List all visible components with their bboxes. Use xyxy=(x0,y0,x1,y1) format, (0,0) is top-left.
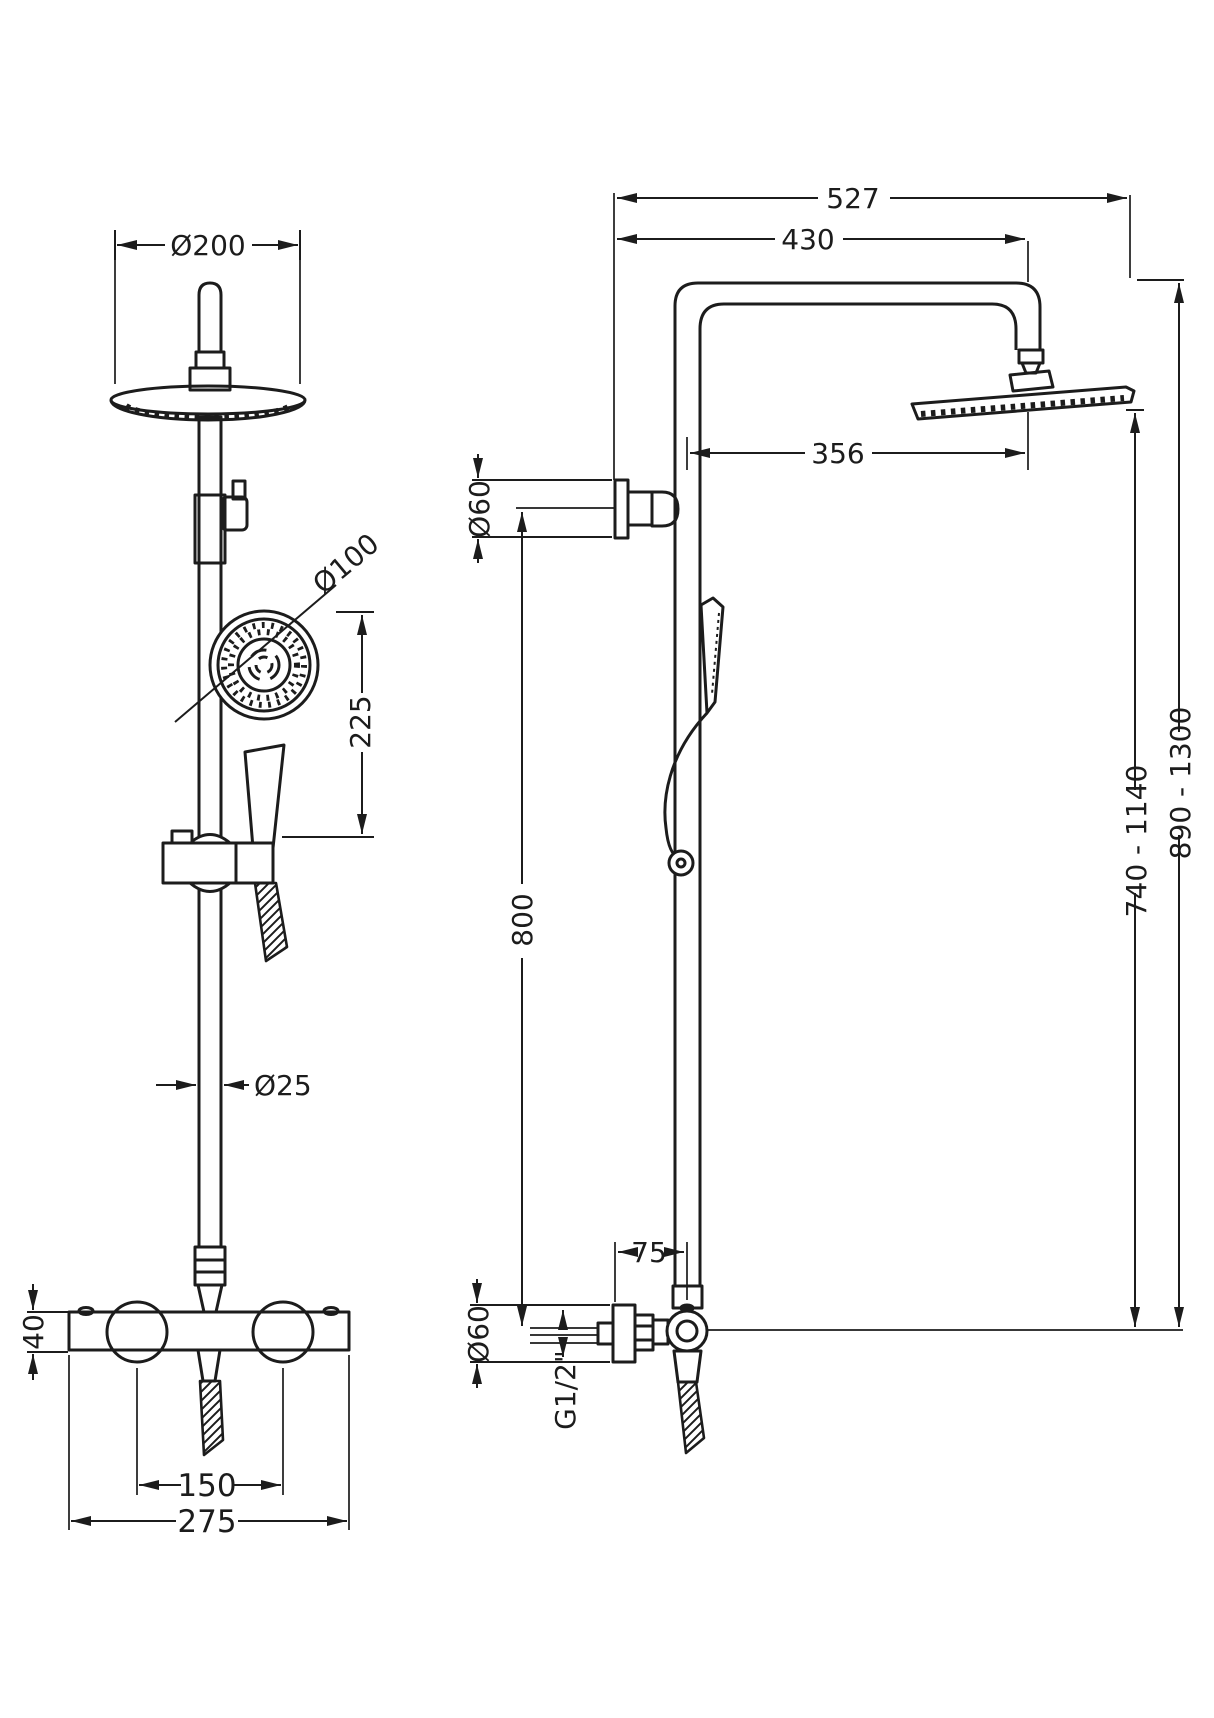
valve-hose-front xyxy=(198,1379,225,1457)
bar-valve-side xyxy=(530,1284,1183,1455)
dim-overall-height-range: 890 - 1300 xyxy=(1137,279,1197,1327)
dim-wall-to-pole-centre: 75 xyxy=(614,1236,688,1302)
dim-label-valve-plate-diameter: Ø60 xyxy=(462,1305,495,1363)
dim-label-valve-body-height: 40 xyxy=(17,1314,50,1350)
bar-valve-front xyxy=(67,1245,351,1457)
dim-pole-to-head-centre: 356 xyxy=(686,412,1029,470)
dim-label-handset-diameter: Ø100 xyxy=(306,527,385,601)
dim-label-top-bracket-diameter: Ø60 xyxy=(463,480,496,538)
dim-label-wall-to-pole-centre: 75 xyxy=(631,1236,667,1269)
dim-label-pole-to-head-centre: 356 xyxy=(811,437,864,470)
dim-label-head-diameter: Ø200 xyxy=(170,229,245,262)
handset-nozzle-ring-inner xyxy=(228,629,300,701)
valve-hose-side xyxy=(676,1380,706,1455)
clamp-knob-side xyxy=(667,849,695,877)
dim-inlet-centres: 150 xyxy=(136,1368,284,1504)
overhead-shower-front xyxy=(109,281,307,422)
dim-head-diameter: Ø200 xyxy=(114,229,301,384)
dim-label-handset-length: 225 xyxy=(344,695,377,748)
dim-label-valve-width: 275 xyxy=(177,1504,236,1540)
handset-front xyxy=(208,609,320,850)
dim-label-overall-height-range: 890 - 1300 xyxy=(1164,707,1197,860)
dim-valve-body-height: 40 xyxy=(17,1284,68,1380)
diverter-handle-front xyxy=(220,479,249,532)
overhead-shower-side xyxy=(910,348,1136,421)
dim-label-riser-diameter: Ø25 xyxy=(254,1069,312,1102)
riser-and-arm-side xyxy=(673,281,1042,1308)
valve-knob-left xyxy=(105,1300,169,1364)
slider-clamp-front xyxy=(161,829,275,893)
dim-top-bracket-diameter: Ø60 xyxy=(463,454,612,563)
handset-handle-front xyxy=(243,743,286,850)
side-view: 527 430 356 Ø60 800 xyxy=(462,182,1197,1455)
dim-inlet-thread: G1/2" xyxy=(549,1310,582,1430)
riser-pole-front xyxy=(193,415,227,1249)
handset-nozzle-ring-outer xyxy=(221,622,307,708)
dim-head-height-range: 740 - 1140 xyxy=(1120,409,1153,1327)
dim-valve-plate-diameter: Ø60 xyxy=(462,1279,610,1388)
dim-riser-length: 800 xyxy=(506,512,539,1326)
front-view: Ø200 Ø100 xyxy=(17,229,385,1540)
dim-wall-to-head-centre: 430 xyxy=(617,223,1029,282)
head-nozzles-side xyxy=(920,395,1125,417)
dim-label-inlet-thread: G1/2" xyxy=(549,1350,582,1430)
dim-label-wall-to-head-centre: 430 xyxy=(781,223,834,256)
dim-riser-diameter: Ø25 xyxy=(156,1069,312,1102)
dim-handset-length: 225 xyxy=(282,611,377,838)
handset-hose-front xyxy=(253,881,289,963)
dim-label-overall-projection: 527 xyxy=(826,182,879,215)
dim-valve-width: 275 xyxy=(68,1355,350,1540)
dim-overall-projection: 527 xyxy=(617,182,1131,278)
dim-label-head-height-range: 740 - 1140 xyxy=(1120,765,1153,918)
handset-side xyxy=(663,596,725,877)
dim-label-inlet-centres: 150 xyxy=(177,1468,236,1504)
dim-label-riser-length: 800 xyxy=(506,893,539,946)
top-bracket-side xyxy=(516,478,680,540)
valve-knob-right xyxy=(251,1300,315,1364)
